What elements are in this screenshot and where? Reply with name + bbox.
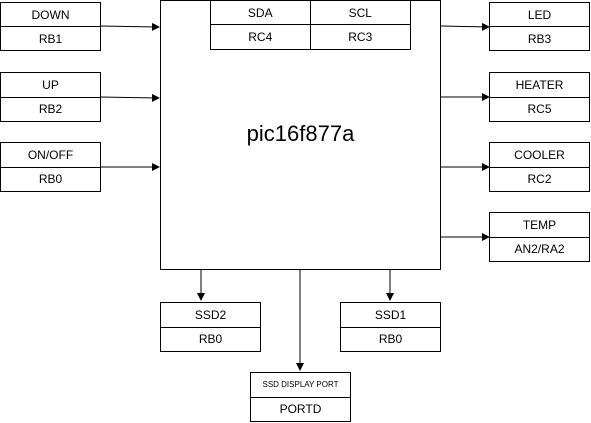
output-label: HEATER <box>515 77 564 92</box>
wire-led <box>440 22 490 31</box>
mcu-title: pic16f877a <box>246 121 355 146</box>
ssd2-pin: RB0 <box>161 326 260 352</box>
input-onoff-block: ON/OFF RB0 <box>0 142 101 192</box>
input-pin: RB2 <box>1 96 100 122</box>
scl-pin: RC3 <box>348 30 373 44</box>
port-pin: PORTD <box>251 396 350 422</box>
input-up-block: UP RB2 <box>0 72 101 122</box>
sda-label: SDA <box>211 1 311 25</box>
input-label: ON/OFF <box>27 147 74 162</box>
ssd1-block: SSD1 RB0 <box>340 302 441 352</box>
port-label: SSD DISPLAY PORT <box>262 379 339 389</box>
wire-down <box>99 22 160 31</box>
output-led-block: LED RB3 <box>489 2 590 51</box>
output-pin: RC2 <box>490 166 589 192</box>
output-pin: RB3 <box>490 26 589 50</box>
scl-label: SCL <box>310 1 410 25</box>
sda-pin: RC4 <box>211 25 311 49</box>
input-label: DOWN <box>31 7 70 22</box>
output-pin: RC5 <box>490 96 589 122</box>
ssd1-pin: RB0 <box>341 326 440 352</box>
ssd1-label: SSD1 <box>374 307 407 322</box>
ssd2-label: SSD2 <box>194 307 227 322</box>
input-pin: RB1 <box>1 26 100 50</box>
output-label: COOLER <box>514 147 565 162</box>
output-pin: AN2/RA2 <box>490 236 589 262</box>
input-label: UP <box>42 77 59 92</box>
output-temp-block: TEMP AN2/RA2 <box>489 212 590 262</box>
output-label: LED <box>527 7 552 22</box>
input-down-block: DOWN RB1 <box>0 2 101 51</box>
output-cooler-block: COOLER RC2 <box>489 142 590 192</box>
output-label: TEMP <box>522 217 557 232</box>
output-heater-block: HEATER RC5 <box>489 72 590 122</box>
wire-up <box>99 93 160 102</box>
ssd2-block: SSD2 RB0 <box>160 302 261 352</box>
input-pin: RB0 <box>1 166 100 192</box>
i2c-pin-table: SDA SCL RC4 RC3 <box>210 0 411 50</box>
ssd-display-port-block: SSD DISPLAY PORT PORTD <box>250 372 351 422</box>
